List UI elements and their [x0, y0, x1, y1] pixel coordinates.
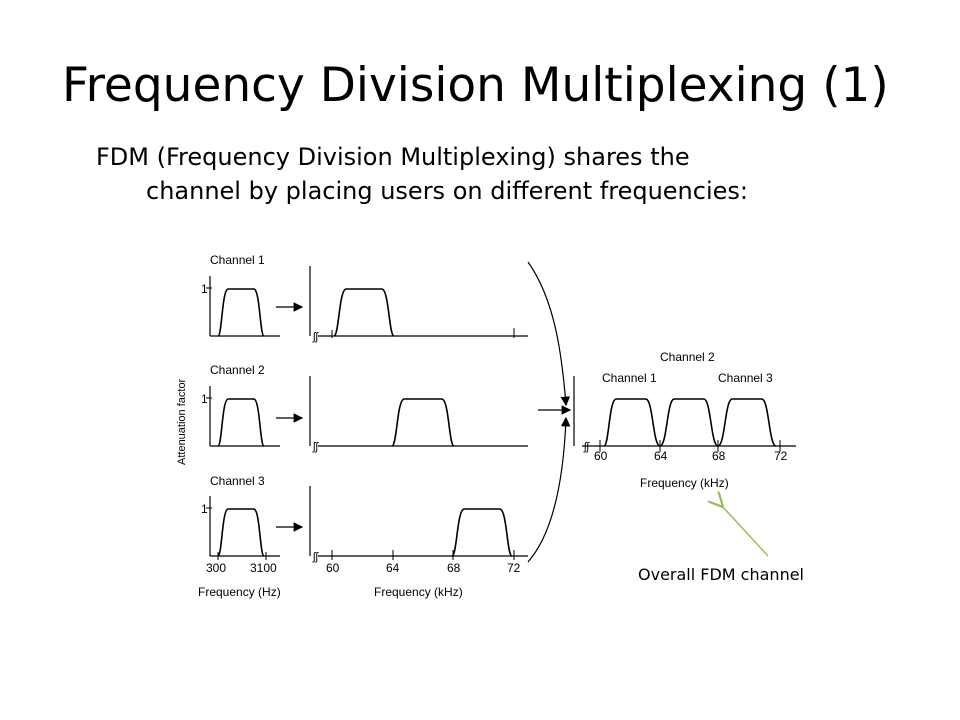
right-tick-68: 68 — [712, 449, 726, 463]
merge-arrow-1 — [527, 261, 571, 407]
left-x-axis-label: Frequency (Hz) — [198, 585, 281, 599]
y-tick-3: 1 — [201, 502, 208, 516]
subtitle-line-2: channel by placing users on different fr… — [146, 177, 748, 205]
combined-channel-2-label: Channel 2 — [660, 350, 715, 364]
mid-tick-64: 64 — [386, 561, 400, 575]
right-tick-60: 60 — [594, 449, 608, 463]
right-x-axis-label: Frequency (kHz) — [640, 476, 729, 490]
axis-break-icon: ʃʃ — [312, 551, 319, 563]
shifted-channel-3 — [451, 508, 513, 557]
slide-title: Frequency Division Multiplexing (1) — [62, 58, 889, 113]
combined-channel-3-label: Channel 3 — [718, 371, 773, 385]
y-axis-label: Attenuation factor — [176, 378, 188, 465]
channel-3-passband — [217, 508, 265, 557]
mid-tick-72: 72 — [507, 561, 521, 575]
combined-channel-1-label: Channel 1 — [602, 371, 657, 385]
right-tick-72: 72 — [774, 449, 788, 463]
middle-panel-2: ʃʃ — [309, 376, 528, 453]
y-tick-1: 1 — [201, 282, 208, 296]
channel-1-passband — [217, 288, 265, 337]
mid-tick-60: 60 — [326, 561, 340, 575]
tick-3100: 3100 — [250, 561, 277, 575]
slide-subtitle: FDM (Frequency Division Multiplexing) sh… — [96, 140, 916, 208]
axis-break-icon: ʃʃ — [312, 331, 319, 343]
callout-text: Overall FDM channel — [638, 565, 804, 584]
combined-channel-1 — [603, 398, 661, 447]
left-panel-2: Channel 2 1 — [201, 363, 280, 447]
channel-1-label: Channel 1 — [210, 253, 265, 267]
right-tick-64: 64 — [654, 449, 668, 463]
tick-300: 300 — [206, 561, 226, 575]
shifted-channel-1 — [333, 288, 395, 337]
axis-break-icon: ʃʃ — [583, 441, 590, 453]
channel-2-label: Channel 2 — [210, 363, 265, 377]
combined-panel: Channel 2 Channel 1 Channel 3 ʃʃ 60 64 6… — [573, 350, 796, 490]
subtitle-line-1: FDM (Frequency Division Multiplexing) sh… — [96, 143, 690, 171]
combined-channel-2 — [659, 398, 719, 447]
mid-tick-68: 68 — [447, 561, 461, 575]
middle-panel-1: ʃʃ — [309, 266, 528, 343]
channel-3-label: Channel 3 — [210, 474, 265, 488]
callout-arrow — [722, 506, 769, 557]
middle-panel-3: ʃʃ 60 64 68 72 Frequency (kHz) — [309, 486, 528, 599]
merge-arrow-3 — [527, 416, 571, 563]
combined-channel-3 — [717, 398, 777, 447]
shifted-channel-2 — [391, 398, 455, 447]
left-panel-1: Channel 1 1 — [201, 253, 280, 337]
axis-break-icon: ʃʃ — [312, 441, 319, 453]
mid-x-axis-label: Frequency (kHz) — [374, 585, 463, 599]
y-tick-2: 1 — [201, 392, 208, 406]
left-panel-3: Channel 3 1 300 3100 Frequency (Hz) — [198, 474, 281, 599]
channel-2-passband — [217, 398, 265, 447]
